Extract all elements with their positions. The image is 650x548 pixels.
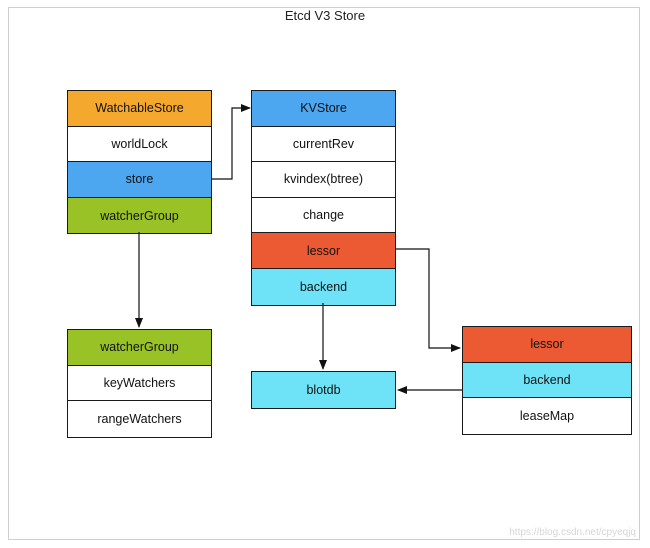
lease-map-row: leaseMap bbox=[463, 398, 631, 434]
change-row: change bbox=[252, 197, 395, 234]
watchable-store-header: WatchableStore bbox=[68, 91, 211, 127]
kvindex-row: kvindex(btree) bbox=[252, 162, 395, 198]
watchable-store-box: WatchableStore worldLock store watcherGr… bbox=[67, 90, 212, 235]
key-watchers-row: keyWatchers bbox=[68, 365, 211, 402]
watchergroup-row: watcherGroup bbox=[68, 197, 211, 234]
range-watchers-row: rangeWatchers bbox=[68, 401, 211, 437]
worldlock-row: worldLock bbox=[68, 126, 211, 163]
current-rev-row: currentRev bbox=[252, 126, 395, 163]
blotdb-box: blotdb bbox=[251, 371, 396, 409]
backend-row: backend bbox=[252, 268, 395, 305]
kv-store-header: KVStore bbox=[252, 91, 395, 127]
diagram-title: Etcd V3 Store bbox=[284, 8, 366, 23]
watcher-group-box: watcherGroup keyWatchers rangeWatchers bbox=[67, 329, 212, 438]
arrow-store-to-kvstore bbox=[212, 104, 251, 180]
arrow-lessor-to-lessor-box bbox=[396, 248, 461, 352]
watermark: https://blog.csdn.net/cpyeqjq bbox=[509, 527, 636, 538]
kv-store-box: KVStore currentRev kvindex(btree) change… bbox=[251, 90, 396, 306]
lessor-box: lessor backend leaseMap bbox=[462, 326, 632, 435]
watcher-group-header: watcherGroup bbox=[68, 330, 211, 366]
store-row: store bbox=[68, 162, 211, 198]
lessor-backend-row: backend bbox=[463, 362, 631, 399]
lessor-header: lessor bbox=[463, 327, 631, 363]
lessor-row: lessor bbox=[252, 233, 395, 269]
blotdb-label: blotdb bbox=[252, 372, 395, 408]
